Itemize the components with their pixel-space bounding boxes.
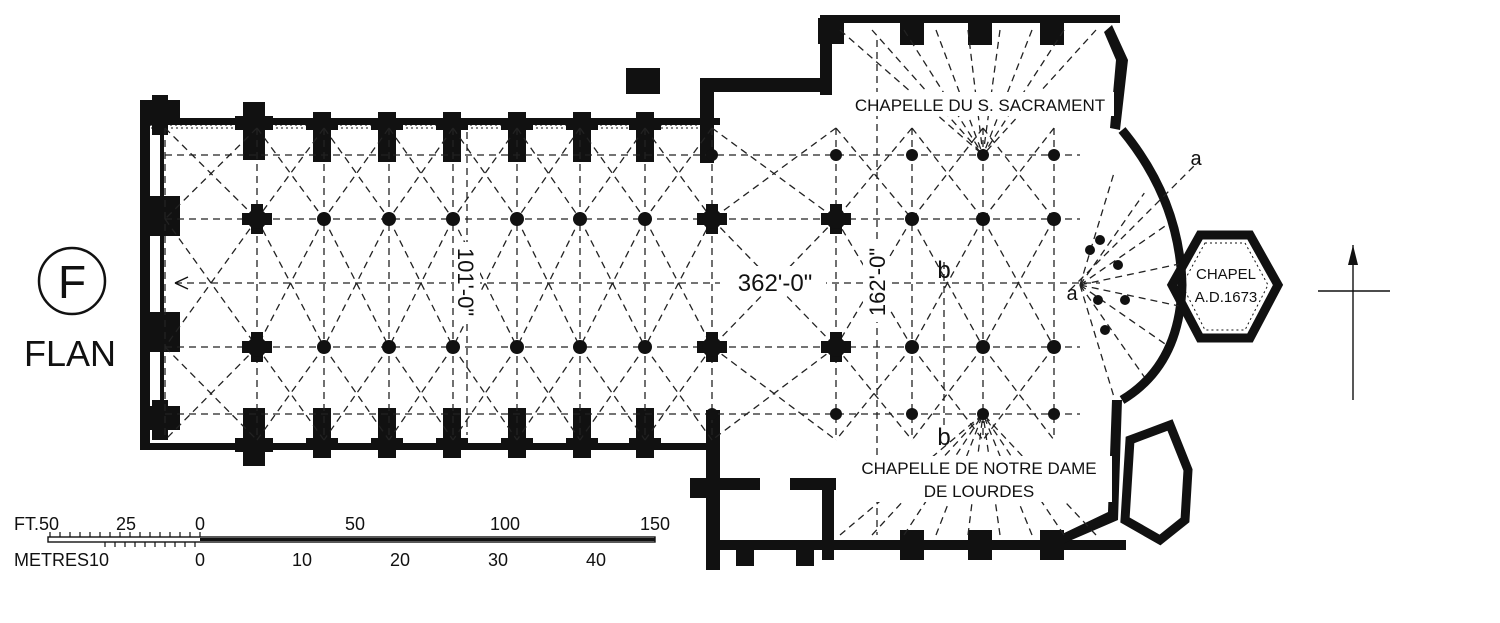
north-arrow-icon <box>1318 245 1390 400</box>
scale-ticks <box>49 532 201 547</box>
pier <box>977 408 989 420</box>
compound-pier <box>697 204 727 234</box>
pier <box>905 340 919 354</box>
plan-letter-circle <box>37 246 107 316</box>
pier <box>382 212 396 226</box>
scale-bar: FT.50 METRES10 25 0 50 100 150 0 10 20 3… <box>14 514 670 570</box>
feet-tick-100: 100 <box>490 514 520 534</box>
wall-buttresses <box>140 15 1064 566</box>
pier <box>1047 212 1061 226</box>
pier <box>638 340 652 354</box>
pier <box>510 212 524 226</box>
pier <box>573 212 587 226</box>
pier <box>317 212 331 226</box>
plan-annotations: F FLAN 362'-0" 101'-0" 162'-0" b b a a C… <box>24 92 1257 502</box>
pier <box>905 212 919 226</box>
metres-tick-0: 0 <box>195 550 205 570</box>
metres-tick-30: 30 <box>488 550 508 570</box>
compound-pier <box>242 204 272 234</box>
chapel-lourdes-line2: DE LOURDES <box>924 482 1035 501</box>
southeast-chapel-hexagon <box>1120 419 1193 546</box>
pier <box>382 340 396 354</box>
metres-tick-10: 10 <box>292 550 312 570</box>
nave-width-label: 101'-0" <box>453 248 478 316</box>
compound-pier <box>821 204 851 234</box>
metres-tick-40: 40 <box>586 550 606 570</box>
pier <box>830 408 842 420</box>
metres-tick-20: 20 <box>390 550 410 570</box>
pier <box>573 340 587 354</box>
pier <box>977 149 989 161</box>
vault-ribs <box>164 29 1179 536</box>
compound-pier <box>242 332 272 362</box>
compound-pier <box>697 332 727 362</box>
pier <box>446 212 460 226</box>
pier <box>830 149 842 161</box>
pier <box>317 340 331 354</box>
apse-pier <box>1100 325 1110 335</box>
overall-length-label: 362'-0" <box>738 270 812 297</box>
pier <box>510 340 524 354</box>
section-marker-b-top: b <box>937 257 950 284</box>
apse-pier <box>1095 235 1105 245</box>
metres-scale-label: METRES10 <box>14 550 109 570</box>
section-marker-b-bottom: b <box>937 424 950 451</box>
transept-width-label: 162'-0" <box>865 248 890 316</box>
feet-tick-0: 0 <box>195 514 205 534</box>
compound-pier <box>821 332 851 362</box>
section-marker-a-top: a <box>1190 148 1202 170</box>
pier <box>706 408 718 420</box>
apse-chapel-hexagon <box>1166 230 1284 343</box>
pier <box>976 340 990 354</box>
apse-pier <box>1085 245 1095 255</box>
chapel-lourdes-line1: CHAPELLE DE NOTRE DAME <box>861 459 1096 478</box>
apse-chapel-line1: CHAPEL <box>1196 266 1256 283</box>
chapel-sacrament-label: CHAPELLE DU S. SACRAMENT <box>855 96 1105 115</box>
feet-scale-label: FT.50 <box>14 514 59 534</box>
feet-tick-50: 50 <box>345 514 365 534</box>
pier <box>906 149 918 161</box>
pier <box>976 212 990 226</box>
feet-tick-150: 150 <box>640 514 670 534</box>
apse-pier <box>1093 295 1103 305</box>
apse-pier <box>1120 295 1130 305</box>
plan-letter: F <box>58 256 86 308</box>
pier <box>1048 149 1060 161</box>
pier <box>706 149 718 161</box>
pier <box>446 340 460 354</box>
section-marker-a-bottom: a <box>1066 283 1078 305</box>
pier <box>906 408 918 420</box>
dimension-lines <box>174 40 1201 535</box>
pier <box>638 212 652 226</box>
pier <box>1048 408 1060 420</box>
nave-piers <box>242 149 1130 420</box>
plan-title: FLAN <box>24 333 116 374</box>
feet-tick-25: 25 <box>116 514 136 534</box>
apse-pier <box>1113 260 1123 270</box>
apse-chapel-line2: A.D.1673 <box>1195 289 1258 306</box>
pier <box>1047 340 1061 354</box>
